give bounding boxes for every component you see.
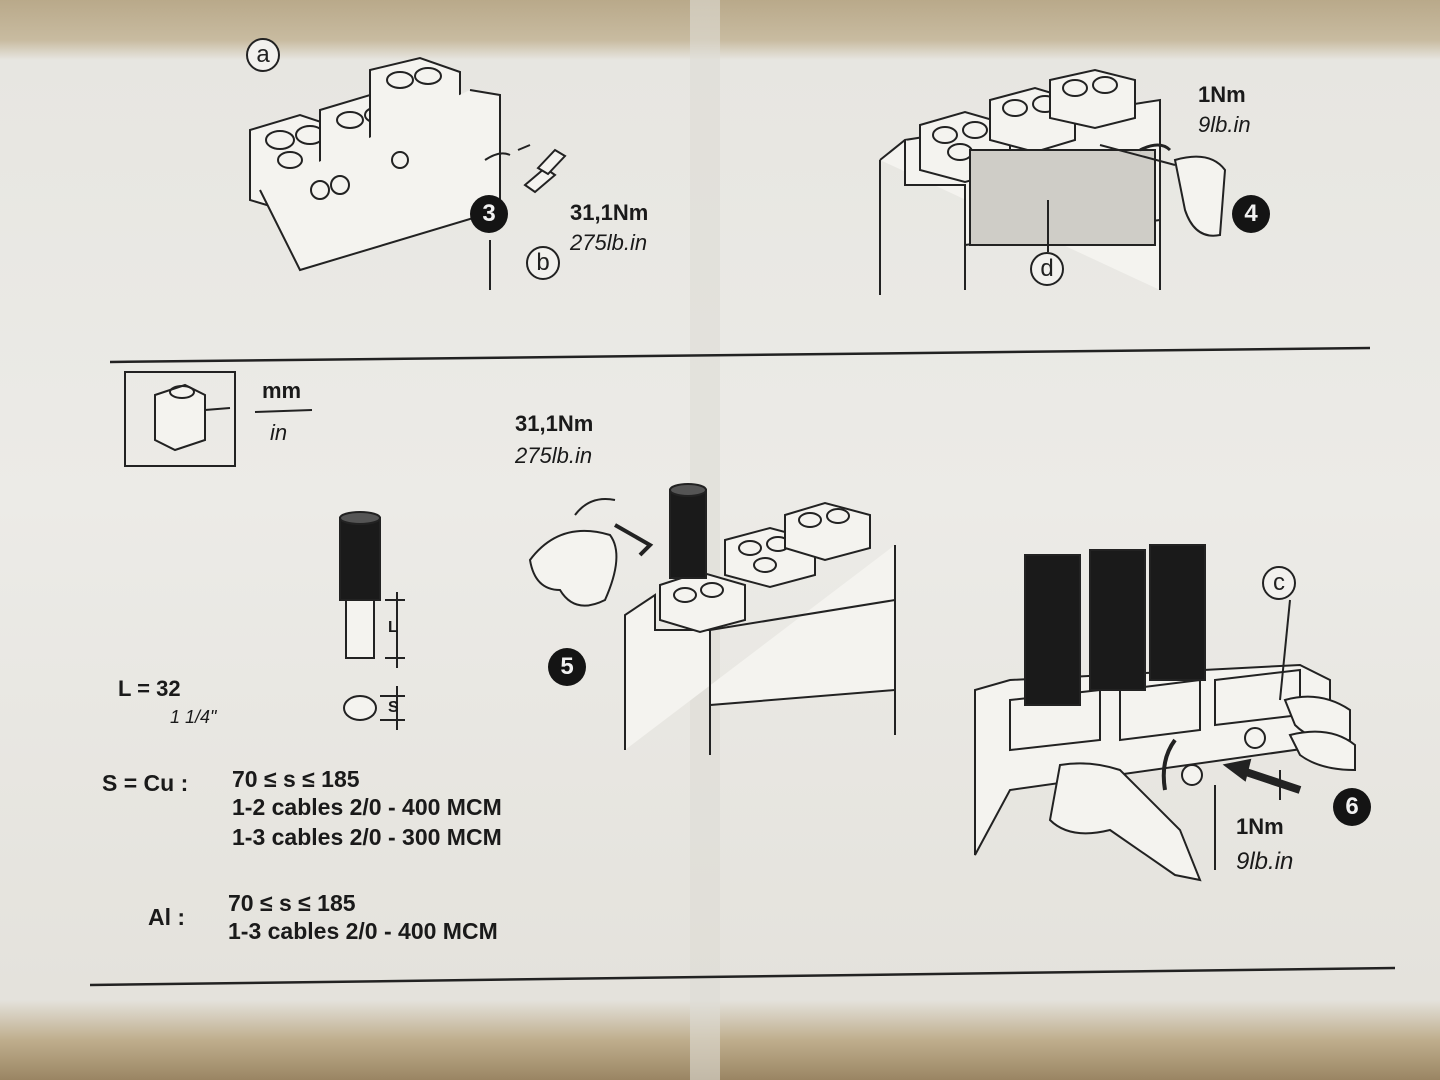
spec-al-range: 70 ≤ s ≤ 185 xyxy=(228,890,356,916)
section-divider-bottom xyxy=(89,966,1396,987)
step-6-badge: 6 xyxy=(1333,788,1371,826)
step3-torque-lbin: 275lb.in xyxy=(570,230,648,255)
step6-torque-nm: 1Nm xyxy=(1236,814,1284,839)
step5-torque-nm: 31,1Nm xyxy=(515,411,594,436)
unit-in: in xyxy=(270,420,288,445)
cable-label-L: L xyxy=(388,619,398,636)
step4-torque-nm: 1Nm xyxy=(1198,82,1246,107)
step3-terminal-drawing xyxy=(249,56,567,290)
terminal-unit-box xyxy=(124,371,313,467)
callout-c: c xyxy=(1262,566,1296,600)
step-5-badge: 5 xyxy=(548,648,586,686)
step3-torque-nm: 31,1Nm xyxy=(570,200,649,225)
length-label: L = 32 xyxy=(118,676,181,701)
cable-label-S: S xyxy=(388,699,399,716)
step-3-badge: 3 xyxy=(470,195,508,233)
spec-cu-range: 70 ≤ s ≤ 185 xyxy=(232,766,360,792)
step5-torque-lbin: 275lb.in xyxy=(515,443,593,468)
spec-cu-line2: 1-3 cables 2/0 - 300 MCM xyxy=(232,824,502,850)
callout-a: a xyxy=(246,38,280,72)
section-divider-top xyxy=(109,346,1371,364)
cable-dimension-figure xyxy=(339,511,405,730)
step4-breaker-drawing xyxy=(879,68,1227,295)
step5-breaker-drawing xyxy=(528,483,896,755)
step6-torque-lbin: 9lb.in xyxy=(1236,848,1294,875)
step-4-badge: 4 xyxy=(1232,195,1270,233)
step4-torque-lbin: 9lb.in xyxy=(1198,112,1251,137)
unit-mm: mm xyxy=(262,378,302,403)
spec-cu-label: S = Cu : xyxy=(102,770,189,796)
step6-breaker-drawing xyxy=(974,544,1356,882)
spec-al-label: Al : xyxy=(148,904,186,930)
spec-cu-line1: 1-2 cables 2/0 - 400 MCM xyxy=(232,794,502,820)
spec-al-line1: 1-3 cables 2/0 - 400 MCM xyxy=(228,918,498,944)
callout-d: d xyxy=(1030,252,1064,286)
callout-b: b xyxy=(526,246,560,280)
length-inches: 1 1/4" xyxy=(170,707,217,727)
